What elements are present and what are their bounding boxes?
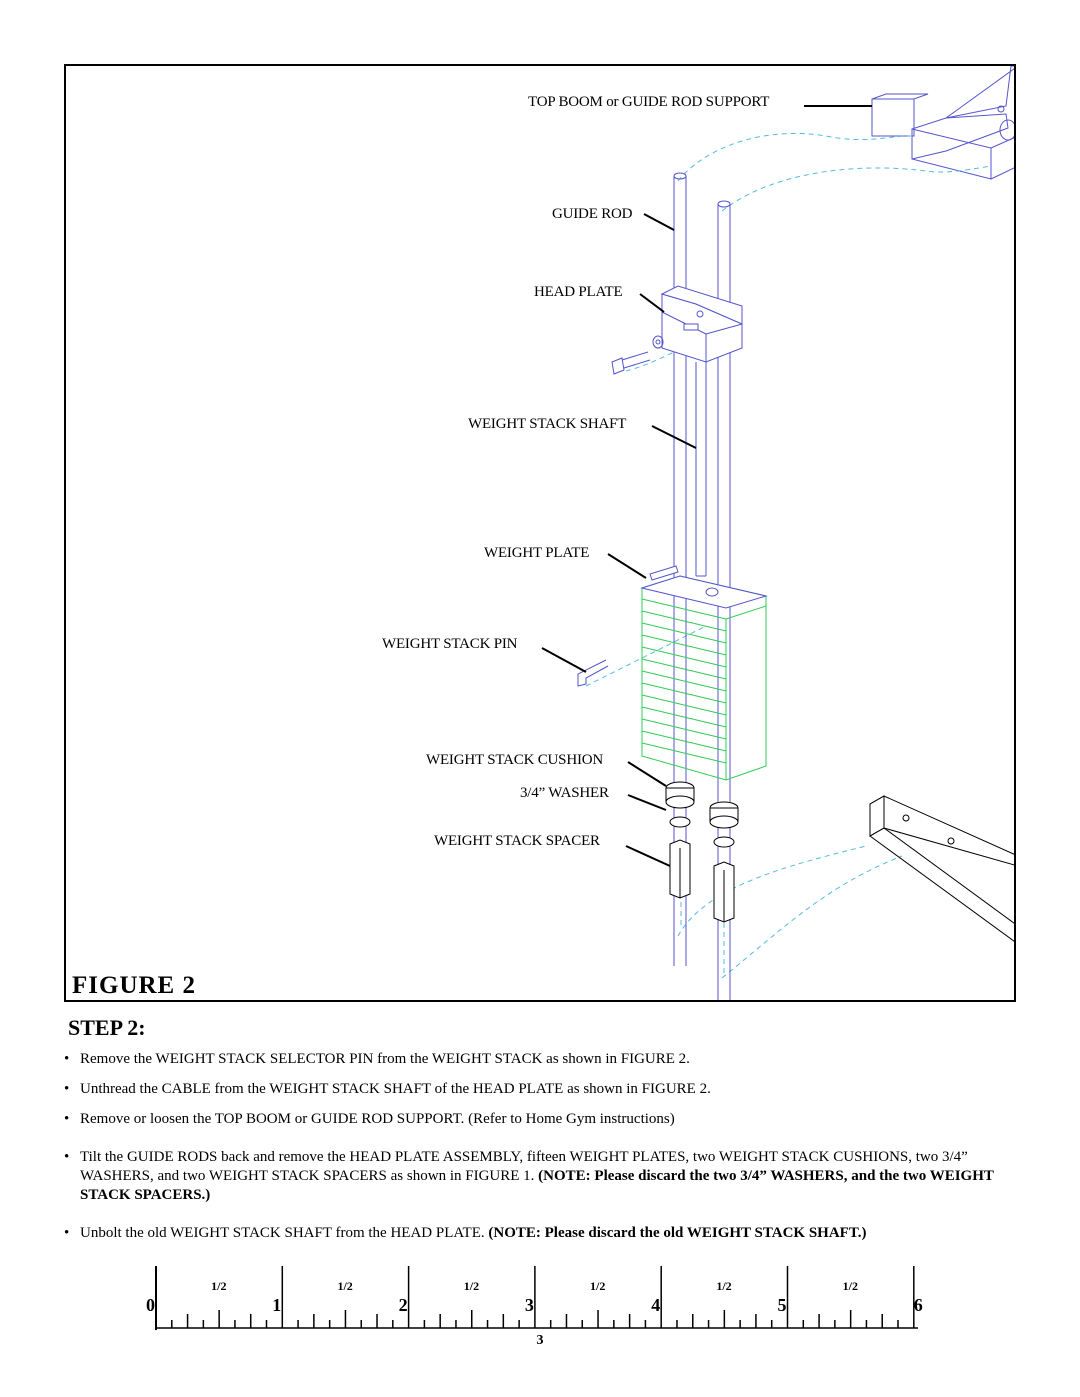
- ruler-number: 0: [146, 1295, 155, 1315]
- ruler-half-label: 1/2: [337, 1279, 352, 1293]
- instruction-item: Remove the WEIGHT STACK SELECTOR PIN fro…: [64, 1050, 1024, 1069]
- top-boom-drawing: [871, 66, 1014, 180]
- instruction-item: Unbolt the old WEIGHT STACK SHAFT from t…: [64, 1224, 1024, 1243]
- ruler-number: 5: [778, 1295, 787, 1315]
- instruction-note: (NOTE: Please discard the two 3/4” WASHE…: [80, 1168, 994, 1203]
- instruction-item: Unthread the CABLE from the WEIGHT STACK…: [64, 1080, 1024, 1099]
- ruler-number: 6: [914, 1295, 923, 1315]
- ruler-number: 1: [272, 1295, 281, 1315]
- head-plate-drawing: [660, 285, 743, 363]
- ruler-half-label: 1/2: [211, 1279, 226, 1293]
- base-frame-drawing: [869, 795, 1014, 942]
- label-weight-stack-spacer: WEIGHT STACK SPACER: [434, 833, 600, 849]
- instruction-item: Remove or loosen the TOP BOOM or GUIDE R…: [64, 1110, 1024, 1129]
- ruler-number: 3: [525, 1295, 534, 1315]
- instruction-item: Tilt the GUIDE RODS back and remove the …: [64, 1148, 1024, 1205]
- figure-title: FIGURE 2: [72, 972, 196, 999]
- bolt-drawing: [611, 335, 664, 375]
- ruler-half-label: 1/2: [464, 1279, 479, 1293]
- label-top-boom: TOP BOOM or GUIDE ROD SUPPORT: [528, 94, 770, 110]
- label-weight-stack-cushion: WEIGHT STACK CUSHION: [426, 752, 604, 768]
- top-weight-plate: [640, 565, 768, 609]
- page-number: 3: [536, 1333, 544, 1348]
- ruler-half-label: 1/2: [716, 1279, 731, 1293]
- cushions-washers-spacers: [665, 781, 739, 923]
- ruler-number: 2: [399, 1295, 408, 1315]
- label-washer: 3/4” WASHER: [520, 785, 609, 801]
- exploded-assembly-diagram: [541, 66, 1014, 1000]
- measuring-ruler: 0 1/2 1 1/2 2 1/2 3 1/2 4 1/2 5 1/2 6: [146, 1266, 923, 1330]
- step-title: STEP 2:: [68, 1015, 146, 1040]
- ruler-half-label: 1/2: [590, 1279, 605, 1293]
- weight-stack-drawing: [641, 575, 767, 781]
- figure-2-box: TOP BOOM or GUIDE ROD SUPPORT GUIDE ROD …: [64, 64, 1016, 1002]
- dashed-guide-lines: [585, 132, 992, 979]
- instruction-note: (NOTE: Please discard the old WEIGHT STA…: [488, 1225, 867, 1241]
- ruler-number: 4: [651, 1295, 660, 1315]
- label-head-plate: HEAD PLATE: [534, 284, 623, 300]
- label-weight-stack-pin: WEIGHT STACK PIN: [382, 636, 518, 652]
- weight-stack-pin-drawing: [577, 659, 609, 687]
- leader-lines: [541, 105, 872, 867]
- label-weight-stack-shaft: WEIGHT STACK SHAFT: [468, 416, 627, 432]
- instruction-list: Remove the WEIGHT STACK SELECTOR PIN fro…: [64, 1050, 1024, 1243]
- label-weight-plate: WEIGHT PLATE: [484, 545, 590, 561]
- label-guide-rod: GUIDE ROD: [552, 206, 633, 222]
- weight-stack-shaft-drawing: [695, 362, 707, 577]
- ruler-half-label: 1/2: [843, 1279, 858, 1293]
